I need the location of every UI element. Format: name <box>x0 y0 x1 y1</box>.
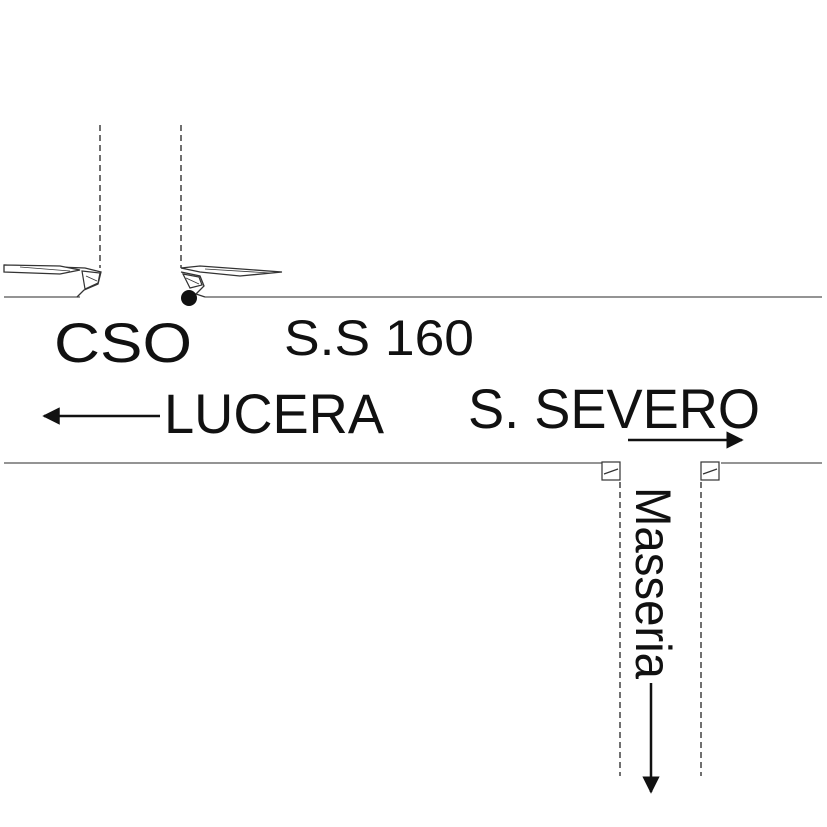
label-west-destination: LUCERA <box>164 382 385 445</box>
main-road <box>4 296 822 464</box>
south-side-road <box>601 461 720 776</box>
north-west-sidewalk <box>3 264 81 275</box>
label-road-number: S.S 160 <box>284 310 474 366</box>
north-east-curb <box>180 271 206 298</box>
label-south-destination: Masseria <box>625 487 681 679</box>
north-side-road <box>3 125 283 306</box>
label-east-destination: S. SEVERO <box>468 377 760 440</box>
junction-dot <box>181 290 197 306</box>
label-cso: CSO <box>54 311 192 374</box>
